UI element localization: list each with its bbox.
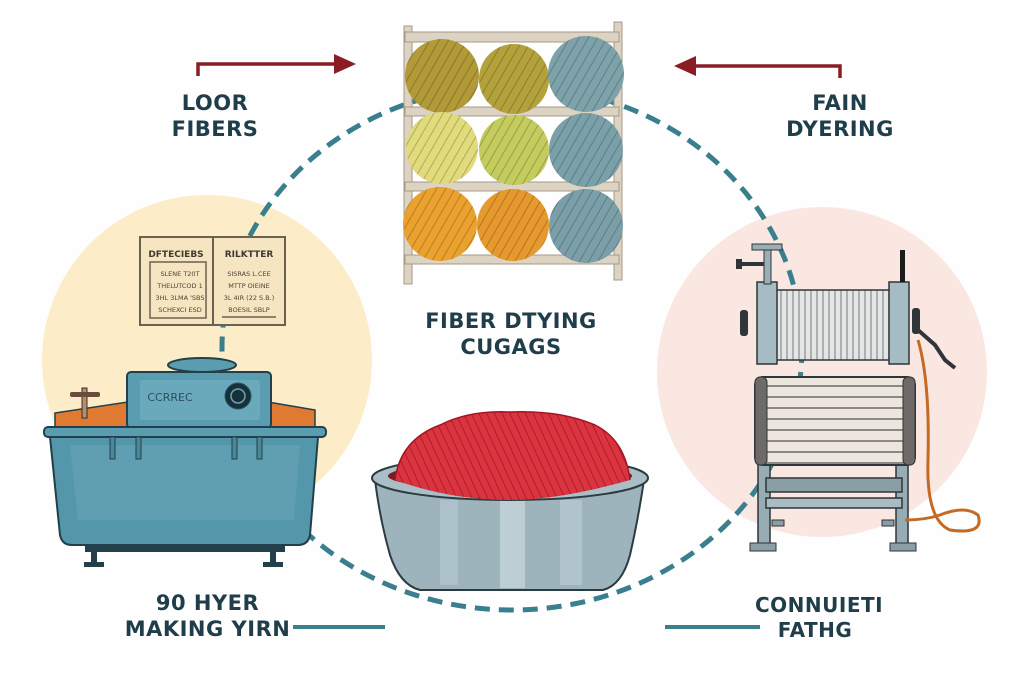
stage-label-line: FAIN — [812, 91, 868, 115]
stage-label-bottom-left: 90 HYER MAKING YIRN — [110, 590, 305, 643]
sign-col2-row: 3L 4IR (22 S.B.) — [224, 294, 275, 302]
arrow-right-icon — [196, 54, 356, 76]
stage-label-line: MAKING YIRN — [124, 617, 291, 642]
yarn-rack-icon — [403, 21, 624, 285]
sign-col2-header: RILKTTER — [225, 250, 274, 260]
info-sign-board: DFTECIEBS RILKTTER SLENE T20T THELUTCOD … — [139, 236, 286, 326]
stage-label-line: DYERING — [786, 117, 894, 142]
sign-col2-row: BOESIL SBLP — [228, 306, 270, 314]
stage-label-line: CONNUIETI — [755, 593, 884, 617]
sign-col1-row: SCHEXCI ESD — [158, 306, 201, 314]
stage-label-line: FIBERS — [171, 117, 259, 142]
stage-label-line: FATHG — [777, 618, 853, 642]
spinning-machine-icon — [736, 243, 981, 552]
sign-col1-header: DFTECIEBS — [148, 250, 203, 260]
stage-label-line: LOOR — [181, 91, 249, 115]
sign-col1-row: THELUTCOD 1 — [156, 282, 202, 290]
dye-tank-icon: CCRREC — [43, 357, 327, 567]
sign-col2-row: MTTP OIEINE — [228, 282, 269, 290]
stage-label-line: 90 HYER — [155, 591, 260, 615]
sign-col2-row: SISRAS L.CEE — [227, 270, 271, 278]
diagram-title-line: FIBER DTYING — [425, 309, 597, 333]
sign-col1-row: 3HL 3LMA 'SBS — [156, 294, 205, 302]
stage-label-bottom-right: CONNUIETI FATHG — [755, 593, 884, 643]
arrow-left-icon — [674, 56, 842, 78]
stage-label-top-left: LOOR FIBERS — [160, 90, 270, 143]
yarn-bowl-icon — [371, 411, 649, 591]
diagram-title-line: CUGAGS — [460, 335, 562, 360]
sign-col1-row: SLENE T20T — [160, 270, 199, 278]
diagram-title: FIBER DTYING CUGAGS — [395, 308, 627, 361]
stage-label-top-right: FAIN DYERING — [775, 90, 905, 143]
tank-label: CCRREC — [147, 391, 193, 404]
